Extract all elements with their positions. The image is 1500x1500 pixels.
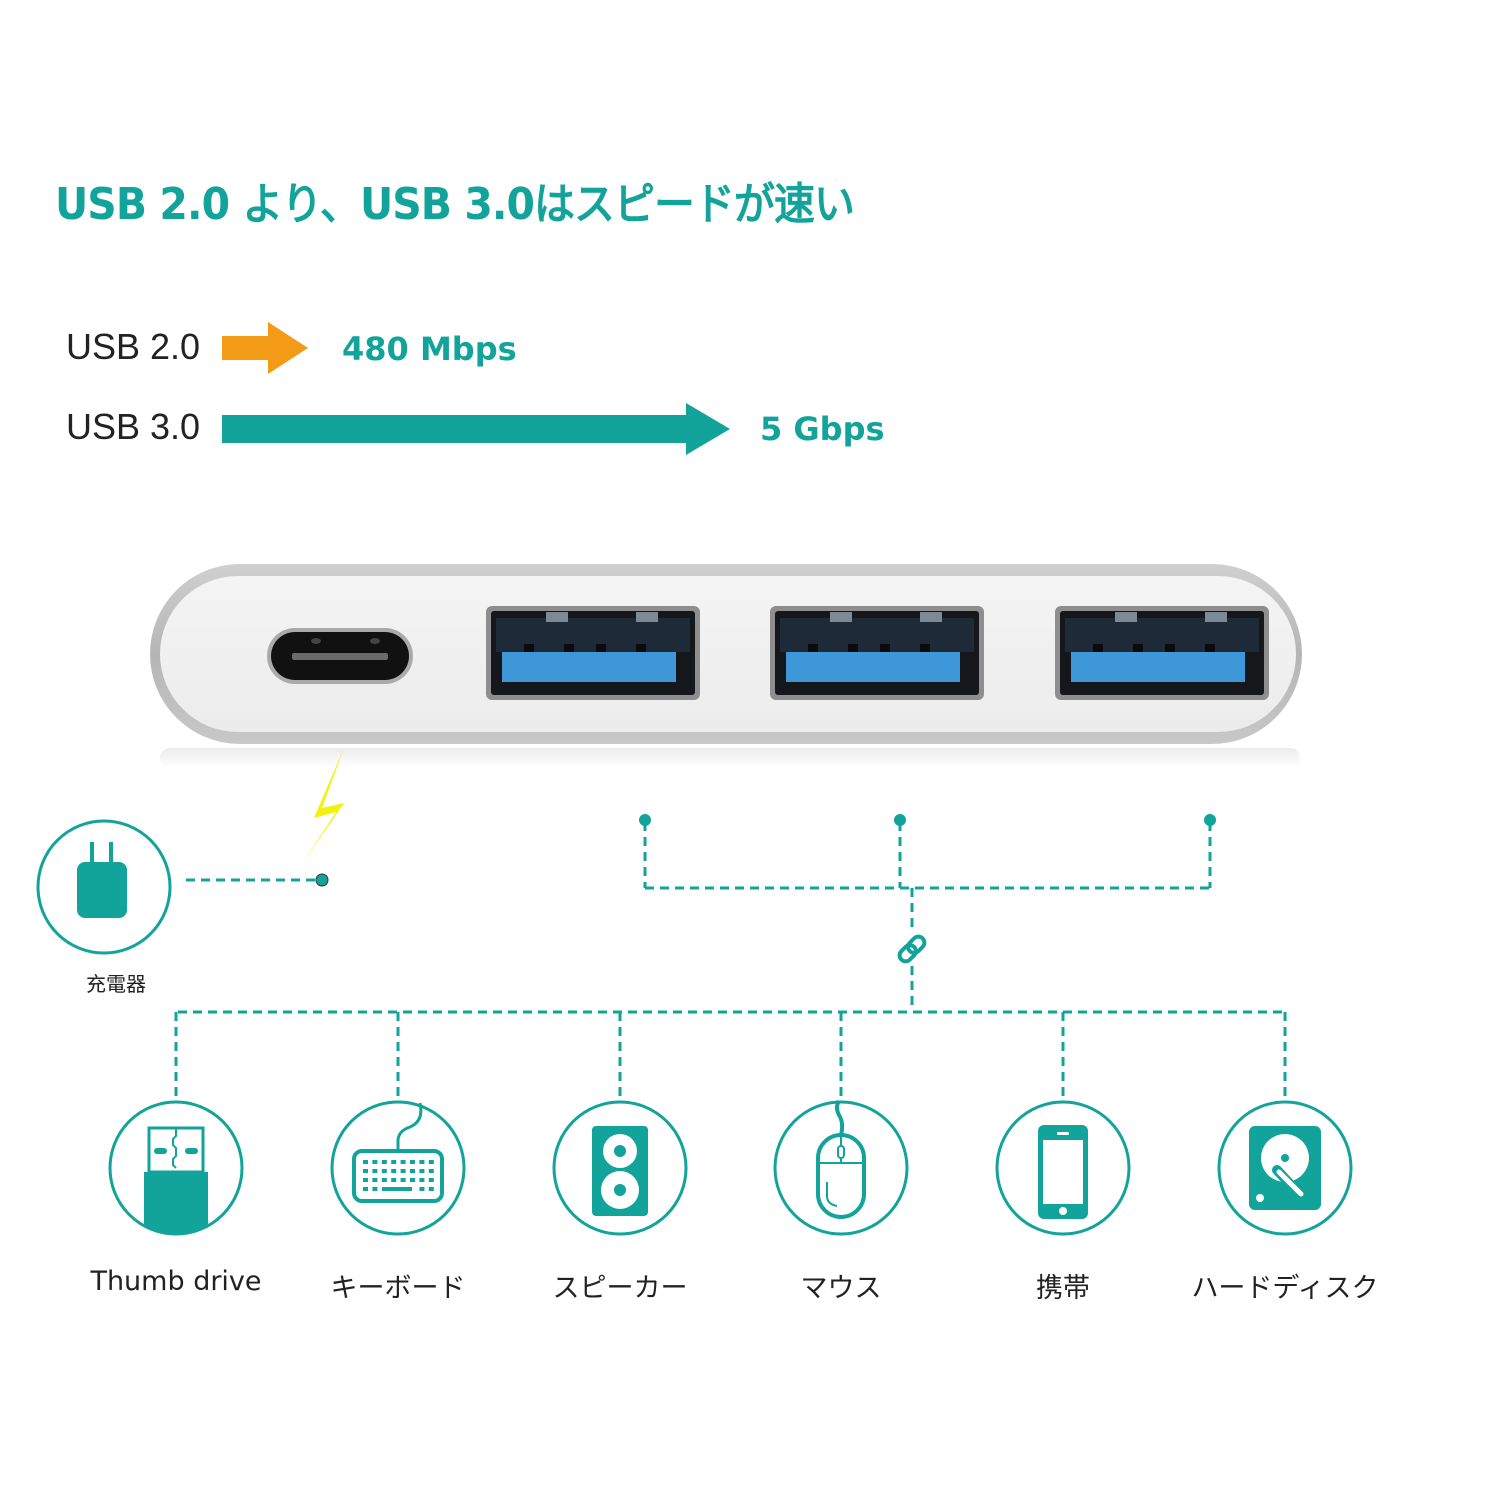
port-dot-1 [639, 814, 651, 826]
device-connector-lines [174, 1012, 1287, 1102]
port-dot-2 [894, 814, 906, 826]
usb-a-port [770, 606, 984, 700]
device-label: キーボード [330, 1273, 466, 1304]
device-label: 携帯 [1036, 1273, 1090, 1304]
link-icon [897, 934, 927, 964]
port-dot-3 [1204, 814, 1216, 826]
mouse-icon [773, 1099, 909, 1236]
hard-disk-icon [1217, 1100, 1353, 1236]
lightning-bolt-icon [302, 748, 344, 864]
ports-bracket [643, 822, 1212, 1010]
usb3-speed: 5 Gbps [760, 410, 885, 448]
charger-connector-dot [315, 873, 329, 887]
usb2-speed-arrow [222, 322, 308, 374]
usb-c-port [267, 628, 413, 684]
usb-a-port [1055, 606, 1269, 700]
usb2-speed: 480 Mbps [342, 330, 517, 368]
thumb-drive-icon [108, 1100, 244, 1236]
usb2-label: USB 2.0 [66, 326, 201, 367]
headline-title: USB 2.0 より、USB 3.0はスピードが速い [55, 179, 855, 230]
device-label: Thumb drive [90, 1266, 262, 1297]
charger-label: 充電器 [86, 972, 146, 996]
speaker-icon [552, 1100, 688, 1236]
device-label: マウス [800, 1273, 882, 1304]
usb-a-port [486, 606, 700, 700]
device-label: ハードディスク [1191, 1273, 1379, 1304]
usb3-label: USB 3.0 [66, 406, 201, 447]
keyboard-icon [330, 1100, 466, 1236]
usb3-speed-arrow [222, 403, 730, 455]
phone-icon [995, 1100, 1131, 1236]
device-label: スピーカー [552, 1273, 688, 1304]
usb-hub [150, 564, 1302, 768]
charger-plug-icon [36, 819, 172, 955]
